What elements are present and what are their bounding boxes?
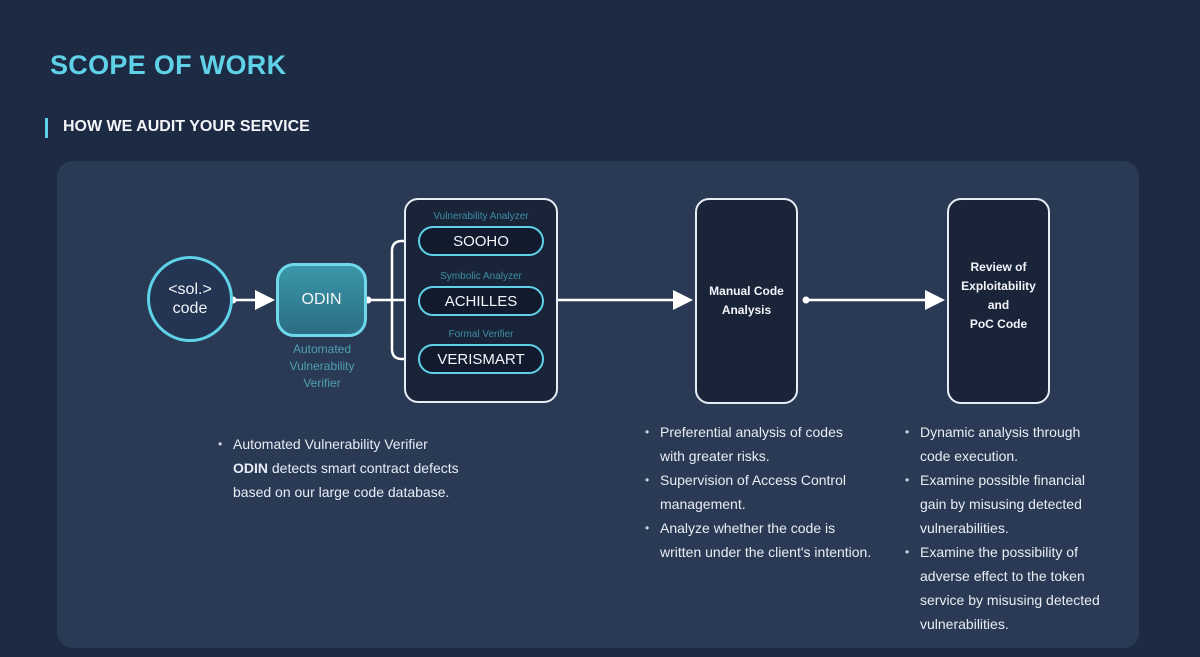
note-line: based on our large code database. [233, 484, 450, 500]
note-line: service by misusing detected [920, 592, 1100, 608]
list-item: Examine possible financial gain by misus… [905, 468, 1135, 540]
odin-bold-word: ODIN [233, 460, 268, 476]
section-title: HOW WE AUDIT YOUR SERVICE [63, 118, 310, 135]
manual-node-line: Analysis [721, 303, 772, 317]
list-item: Analyze whether the code is written unde… [645, 516, 895, 564]
odin-notes: Automated Vulnerability Verifier ODIN de… [218, 432, 518, 504]
note-line: Examine possible financial [920, 472, 1085, 488]
note-line: management. [660, 496, 746, 512]
odin-caption-line: Vulnerability [289, 359, 355, 373]
manual-analysis-node: Manual Code Analysis [695, 198, 798, 404]
solidity-code-node: <sol.> code [147, 256, 233, 342]
odin-label: ODIN [301, 291, 342, 308]
note-line: gain by misusing detected [920, 496, 1082, 512]
analyzer-category-label: Vulnerability Analyzer [433, 211, 529, 222]
note-line: Automated Vulnerability Verifier [233, 436, 428, 452]
list-item: Preferential analysis of codes with grea… [645, 420, 895, 468]
list-item: Supervision of Access Control management… [645, 468, 895, 516]
odin-caption-line: Verifier [303, 376, 341, 390]
note-line: vulnerabilities. [920, 520, 1009, 536]
note-line: written under the client's intention. [660, 544, 872, 560]
review-node-line: PoC Code [969, 317, 1028, 331]
note-line: Analyze whether the code is [660, 520, 836, 536]
manual-notes: Preferential analysis of codes with grea… [645, 420, 895, 564]
achilles-pill: ACHILLES [418, 286, 544, 316]
odin-caption-line: Automated [292, 342, 352, 356]
review-notes: Dynamic analysis through code execution.… [905, 420, 1135, 636]
list-item: Dynamic analysis through code execution. [905, 420, 1135, 468]
note-line: adverse effect to the token [920, 568, 1085, 584]
note-line: code execution. [920, 448, 1019, 464]
code-node-line1: <sol.> [168, 281, 212, 298]
list-item: Automated Vulnerability Verifier ODIN de… [218, 432, 518, 504]
odin-caption: Automated Vulnerability Verifier [270, 341, 374, 392]
page-title: SCOPE OF WORK [50, 50, 287, 80]
note-line: ODIN detects smart contract defects [233, 456, 518, 480]
review-node-line: and [987, 298, 1010, 312]
verismart-pill: VERISMART [418, 344, 544, 374]
note-text: detects smart contract defects [268, 460, 459, 476]
verismart-label: VERISMART [437, 350, 525, 368]
review-node-line: Exploitability [961, 279, 1036, 293]
code-node-line2: code [172, 300, 208, 317]
note-line: vulnerabilities. [920, 616, 1009, 632]
analyzer-category-label: Formal Verifier [448, 329, 514, 340]
achilles-label: ACHILLES [444, 292, 518, 310]
sooho-pill: SOOHO [418, 226, 544, 256]
odin-node: ODIN [276, 263, 367, 337]
review-node-line: Review of [970, 260, 1027, 274]
sooho-label: SOOHO [453, 232, 509, 250]
analyzer-category-label: Symbolic Analyzer [440, 271, 522, 282]
note-line: Examine the possibility of [920, 544, 1078, 560]
note-line: Preferential analysis of codes [660, 424, 843, 440]
manual-output-dot [802, 296, 810, 304]
note-line: Supervision of Access Control [660, 472, 846, 488]
note-line: with greater risks. [660, 448, 770, 464]
review-exploitability-node: Review of Exploitability and PoC Code [947, 198, 1050, 404]
list-item: Examine the possibility of adverse effec… [905, 540, 1135, 636]
note-line: Dynamic analysis through [920, 424, 1081, 440]
section-accent-bar [45, 118, 48, 138]
manual-node-line: Manual Code [709, 284, 784, 298]
